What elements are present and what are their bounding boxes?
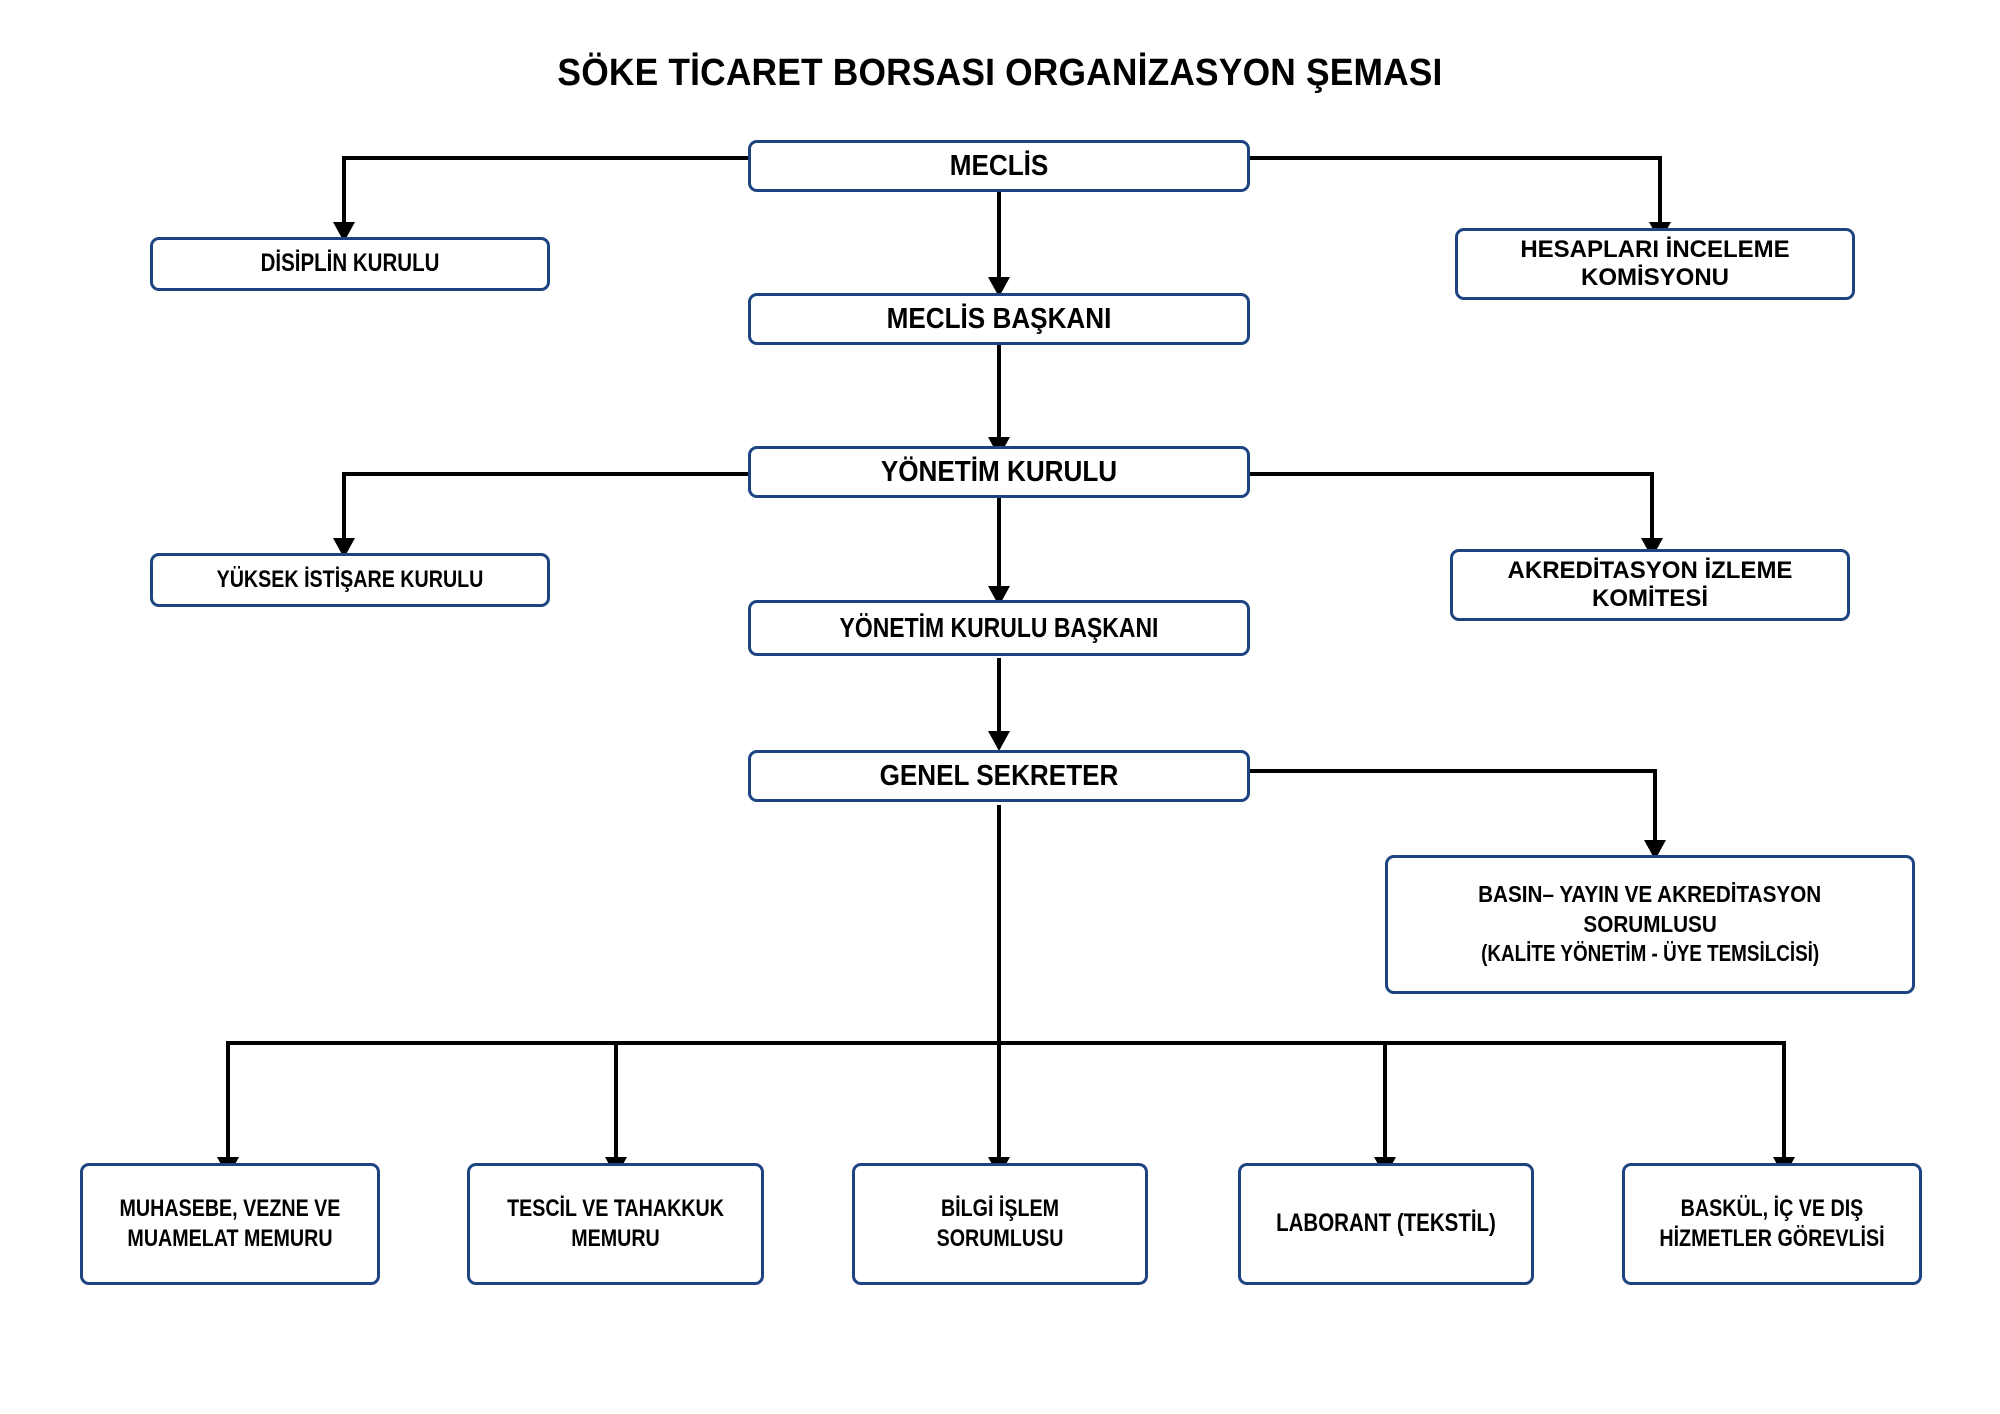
node-basin-yayin-akreditasyon-sorumlusu[interactable]: BASIN– YAYIN VE AKREDİTASYON SORUMLUSU (… bbox=[1385, 855, 1915, 994]
connector-yonetim-baskani-to-genel-sekreter bbox=[997, 658, 1001, 748]
node-akreditasyon-line1: AKREDİTASYON İZLEME bbox=[1507, 556, 1793, 584]
connector-bus-drop-4 bbox=[1383, 1041, 1387, 1164]
node-yonetim-kurulu-baskani[interactable]: YÖNETİM KURULU BAŞKANI bbox=[748, 600, 1250, 656]
node-hesaplari-inceleme-komisyonu[interactable]: HESAPLARI İNCELEME KOMİSYONU bbox=[1455, 228, 1855, 300]
node-basin-line2: SORUMLUSU bbox=[1583, 910, 1717, 937]
node-bilgi-islem-line1: BİLGİ İŞLEM bbox=[940, 1194, 1060, 1222]
connector-bus-drop-5 bbox=[1782, 1041, 1786, 1164]
node-muhasebe-line2: MUAMELAT MEMURU bbox=[127, 1225, 333, 1252]
connector-meclis-to-hesaplari-horizontal bbox=[1250, 156, 1662, 160]
connector-yonetim-to-akreditasyon-vertical bbox=[1650, 472, 1654, 545]
node-akreditasyon-izleme-komitesi[interactable]: AKREDİTASYON İZLEME KOMİTESİ bbox=[1450, 549, 1850, 621]
node-genel-sekreter[interactable]: GENEL SEKRETER bbox=[748, 750, 1250, 802]
node-yuksek-istisare-kurulu[interactable]: YÜKSEK İSTİŞARE KURULU bbox=[150, 553, 550, 607]
page-title: SÖKE TİCARET BORSASI ORGANİZASYON ŞEMASI bbox=[557, 52, 1443, 94]
node-laborant-tekstil[interactable]: LABORANT (TEKSTİL) bbox=[1238, 1163, 1534, 1285]
node-baskul-line1: BASKÜL, İÇ VE DIŞ bbox=[1680, 1194, 1864, 1222]
node-bilgi-islem-sorumlusu[interactable]: BİLGİ İŞLEM SORUMLUSU bbox=[852, 1163, 1148, 1285]
node-meclis[interactable]: MECLİS bbox=[748, 140, 1250, 192]
connector-bottom-bus bbox=[226, 1041, 1786, 1045]
connector-yonetim-to-akreditasyon-horizontal bbox=[1250, 472, 1654, 476]
node-bilgi-islem-line2: SORUMLUSU bbox=[936, 1225, 1064, 1252]
node-baskul-line2: HİZMETLER GÖREVLİSİ bbox=[1659, 1225, 1885, 1252]
node-tescil-tahakkuk-memuru[interactable]: TESCİL VE TAHAKKUK MEMURU bbox=[467, 1163, 764, 1285]
node-tescil-line1: TESCİL VE TAHAKKUK bbox=[507, 1194, 724, 1222]
connector-meclis-to-disiplin-horizontal bbox=[342, 156, 750, 160]
node-baskul-ic-dis-hizmetler-gorevlisi[interactable]: BASKÜL, İÇ VE DIŞ HİZMETLER GÖREVLİSİ bbox=[1622, 1163, 1922, 1285]
arrow-meclis-to-meclis-baskani bbox=[988, 277, 1010, 297]
connector-meclis-baskani-to-yonetim-kurulu bbox=[997, 345, 1001, 453]
node-disiplin-kurulu[interactable]: DİSİPLİN KURULU bbox=[150, 237, 550, 291]
connector-genel-sekreter-to-basin-vertical bbox=[1653, 769, 1657, 847]
node-muhasebe-vezne-muamelat-memuru[interactable]: MUHASEBE, VEZNE VE MUAMELAT MEMURU bbox=[80, 1163, 380, 1285]
connector-genel-sekreter-to-basin-horizontal bbox=[1250, 769, 1657, 773]
connector-bus-drop-3 bbox=[997, 1041, 1001, 1164]
connector-genel-sekreter-trunk bbox=[997, 805, 1001, 1043]
connector-bus-drop-2 bbox=[614, 1041, 618, 1164]
node-hesaplari-line2: KOMİSYONU bbox=[1580, 264, 1729, 291]
connector-yonetim-to-yonetim-baskani bbox=[997, 498, 1001, 593]
node-tescil-line2: MEMURU bbox=[571, 1225, 660, 1252]
node-yonetim-kurulu-label: YÖNETİM KURULU bbox=[880, 455, 1118, 488]
connector-meclis-to-disiplin-vertical bbox=[342, 156, 346, 229]
node-akreditasyon-line2: KOMİTESİ bbox=[1591, 585, 1708, 612]
connector-yonetim-to-yuksek-vertical bbox=[342, 472, 346, 545]
node-muhasebe-line1: MUHASEBE, VEZNE VE bbox=[119, 1194, 341, 1222]
connector-meclis-to-meclis-baskani bbox=[997, 192, 1001, 284]
node-meclis-baskani-label: MECLİS BAŞKANI bbox=[886, 302, 1112, 335]
node-meclis-baskani[interactable]: MECLİS BAŞKANI bbox=[748, 293, 1250, 345]
node-basin-line3: (KALİTE YÖNETİM - ÜYE TEMSİLCİSİ) bbox=[1480, 940, 1820, 967]
node-basin-line1: BASIN– YAYIN VE AKREDİTASYON bbox=[1478, 880, 1822, 907]
node-genel-sekreter-label: GENEL SEKRETER bbox=[879, 759, 1119, 792]
node-yonetim-kurulu-baskani-label: YÖNETİM KURULU BAŞKANI bbox=[839, 612, 1159, 644]
node-laborant-tekstil-label: LABORANT (TEKSTİL) bbox=[1276, 1209, 1496, 1238]
node-yonetim-kurulu[interactable]: YÖNETİM KURULU bbox=[748, 446, 1250, 498]
connector-bus-drop-1 bbox=[226, 1041, 230, 1164]
node-hesaplari-line1: HESAPLARI İNCELEME bbox=[1520, 235, 1790, 263]
node-meclis-label: MECLİS bbox=[949, 149, 1049, 182]
connector-meclis-to-hesaplari-vertical bbox=[1658, 156, 1662, 229]
node-disiplin-kurulu-label: DİSİPLİN KURULU bbox=[260, 249, 440, 278]
connector-yonetim-to-yuksek-horizontal bbox=[342, 472, 750, 476]
node-yuksek-istisare-kurulu-label: YÜKSEK İSTİŞARE KURULU bbox=[216, 565, 484, 593]
arrow-yonetim-baskani-to-genel-sekreter bbox=[988, 731, 1010, 751]
